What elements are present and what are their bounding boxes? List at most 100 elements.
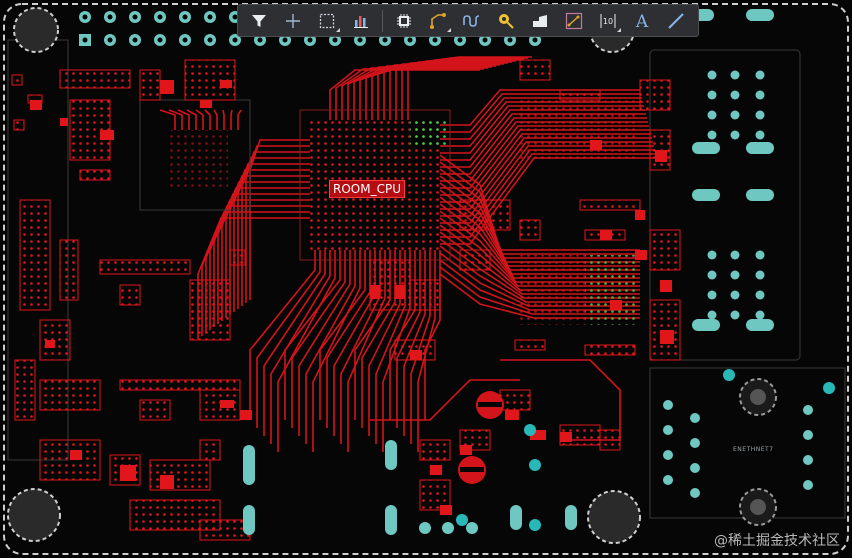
smd-footprint: [459, 199, 511, 231]
smd-footprint: [649, 229, 681, 271]
bga-trace: [168, 109, 183, 130]
thru-pad: [730, 70, 740, 80]
filter-button[interactable]: [244, 7, 274, 34]
header-pin-hole: [507, 37, 513, 43]
connector-pads[interactable]: [243, 440, 577, 535]
oval-pad: [692, 319, 720, 331]
text-tool-glyph: A: [635, 12, 649, 31]
thru-pad: [707, 70, 717, 80]
left-trace: [249, 139, 310, 300]
bga-2[interactable]: [168, 130, 228, 190]
header-pin-hole: [232, 14, 238, 20]
bar-chart-button[interactable]: [346, 7, 376, 34]
polygon-button[interactable]: [525, 7, 555, 34]
smd-footprint: [139, 399, 171, 421]
thru-pad: [755, 130, 765, 140]
diff-pair-button[interactable]: [559, 7, 589, 34]
header-pin-hole: [182, 14, 188, 20]
top-trace: [335, 68, 484, 120]
thru-pad: [803, 455, 813, 465]
smd-footprint: [59, 69, 131, 89]
text-button[interactable]: A: [627, 7, 657, 34]
smd-pad: [460, 445, 472, 455]
capacitors[interactable]: [458, 391, 504, 484]
left-trace: [241, 151, 310, 306]
line-button[interactable]: [661, 7, 691, 34]
oval-pad: [692, 142, 720, 154]
smd-footprint: [599, 429, 621, 451]
thru-pad: [663, 400, 673, 410]
bga-trace: [177, 109, 190, 130]
ddr-area-1[interactable]: [520, 100, 635, 160]
header-pin-hole: [407, 37, 413, 43]
pin-button[interactable]: [491, 7, 521, 34]
header-pin-hole: [82, 37, 88, 43]
fanout-trace: [277, 250, 336, 452]
header-pin-hole: [207, 14, 213, 20]
header-pin-hole: [457, 37, 463, 43]
smd-footprint: [149, 459, 211, 491]
select-rectangle-button[interactable]: [312, 7, 342, 34]
smd-pad: [120, 465, 136, 481]
via: [529, 459, 541, 471]
via: [456, 514, 468, 526]
smd-footprint: [559, 89, 601, 101]
via: [524, 424, 536, 436]
thru-pad: [690, 463, 700, 473]
smd-footprint: [584, 344, 636, 356]
oval-pad: [746, 189, 774, 201]
smd-pad: [240, 410, 252, 420]
thru-pad: [730, 90, 740, 100]
dimension-button[interactable]: 10: [593, 7, 623, 34]
fanout-trace: [256, 250, 321, 428]
via-layer: [456, 369, 835, 531]
chip-icon: [397, 13, 411, 28]
smd-pad: [440, 505, 452, 515]
oval-pad: [746, 9, 774, 21]
oval-pad: [746, 142, 774, 154]
fanout-trace: [319, 250, 366, 420]
length-tune-button[interactable]: [457, 7, 487, 34]
fanout-trace: [312, 250, 361, 452]
smd-footprint: [99, 259, 191, 275]
smd-pad: [30, 100, 42, 110]
crosshair-icon: [286, 13, 300, 28]
thru-pad: [755, 250, 765, 260]
header-pin-hole: [482, 37, 488, 43]
smd-footprint: [79, 169, 111, 181]
smd-components[interactable]: [11, 59, 681, 541]
length-tune-icon: [463, 14, 480, 27]
filter-icon: [252, 14, 266, 27]
smd-footprint: [19, 199, 51, 311]
thru-pad: [707, 130, 717, 140]
smd-pad: [660, 330, 674, 344]
thru-pad: [803, 430, 813, 440]
header-pin-hole: [232, 37, 238, 43]
thru-pad: [730, 290, 740, 300]
smd-footprint: [129, 499, 221, 531]
crosshair-button[interactable]: [278, 7, 308, 34]
route-button[interactable]: [423, 7, 453, 34]
smd-pad: [220, 80, 232, 88]
watermark: @稀土掘金技术社区: [714, 533, 840, 549]
smd-footprint: [459, 249, 491, 271]
via: [723, 369, 735, 381]
smd-footprint: [519, 219, 541, 241]
smd-footprint: [499, 389, 531, 411]
fanout-trace: [263, 250, 326, 436]
left-trace: [245, 145, 310, 303]
fanout-trace: [298, 250, 351, 436]
smd-footprint: [39, 379, 101, 411]
smd-footprint: [189, 279, 231, 341]
smd-pad: [160, 80, 174, 94]
thru-pad: [730, 130, 740, 140]
thru-pad: [730, 110, 740, 120]
component-button[interactable]: [389, 7, 419, 34]
rj45-jack[interactable]: [739, 378, 777, 526]
thru-pad: [755, 70, 765, 80]
ethernet-pads[interactable]: [663, 9, 813, 498]
smd-pad: [655, 150, 667, 162]
header-pin-hole: [107, 37, 113, 43]
